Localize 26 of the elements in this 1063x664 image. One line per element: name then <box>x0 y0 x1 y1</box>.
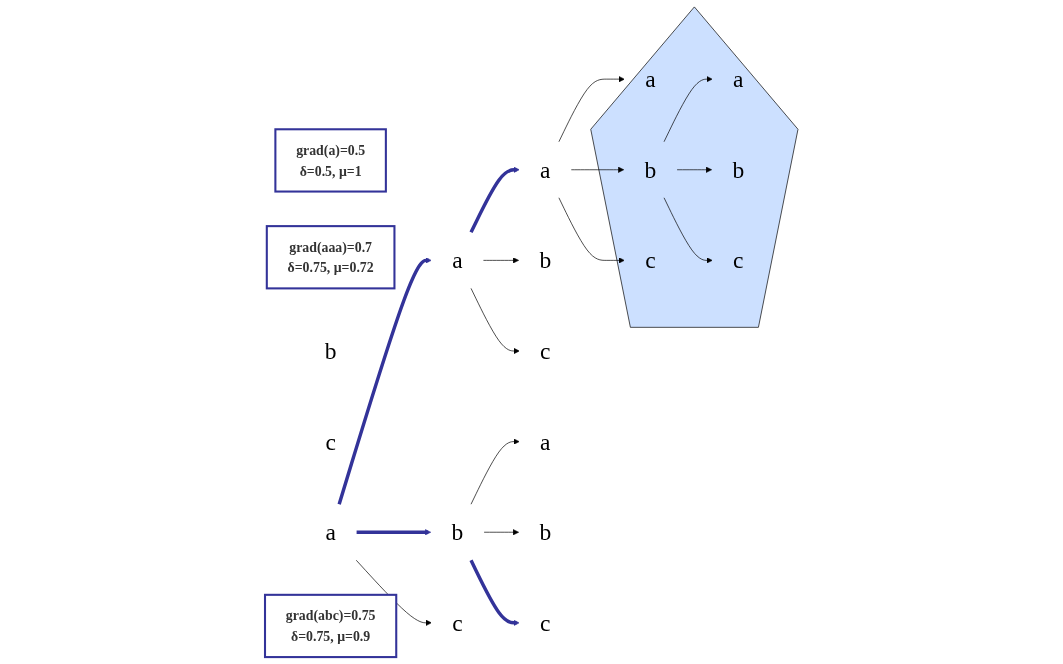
node-box: grad(a)=0.5 δ=0.5, μ=1 <box>274 128 387 193</box>
node-text: b <box>539 519 552 546</box>
arrow <box>469 559 520 626</box>
cluster <box>590 6 799 328</box>
node-text: b <box>451 519 464 546</box>
node-text: a <box>733 66 744 92</box>
node-text: a <box>645 66 656 92</box>
arrow <box>356 529 432 536</box>
node-text: c <box>540 338 551 364</box>
node-box: grad(aaa)=0.7 δ=0.75, μ=0.72 <box>265 225 396 290</box>
node-text: b <box>324 338 337 364</box>
node-text: b <box>644 156 657 183</box>
arrow <box>469 166 520 234</box>
node-text: c <box>540 610 551 636</box>
node-text: b <box>732 156 745 183</box>
node-text: a <box>452 247 463 274</box>
node-text: a <box>540 156 551 183</box>
node-text: c <box>452 610 463 636</box>
node-text: c <box>733 247 744 274</box>
arrow <box>337 257 432 505</box>
node-text: a <box>540 428 551 455</box>
node-text: b <box>539 247 552 274</box>
node-text: c <box>645 247 656 274</box>
node-box: grad(abc)=0.75 δ=0.75, μ=0.9 <box>263 593 398 659</box>
node-text: a <box>325 519 336 546</box>
node-text: c <box>325 428 336 455</box>
